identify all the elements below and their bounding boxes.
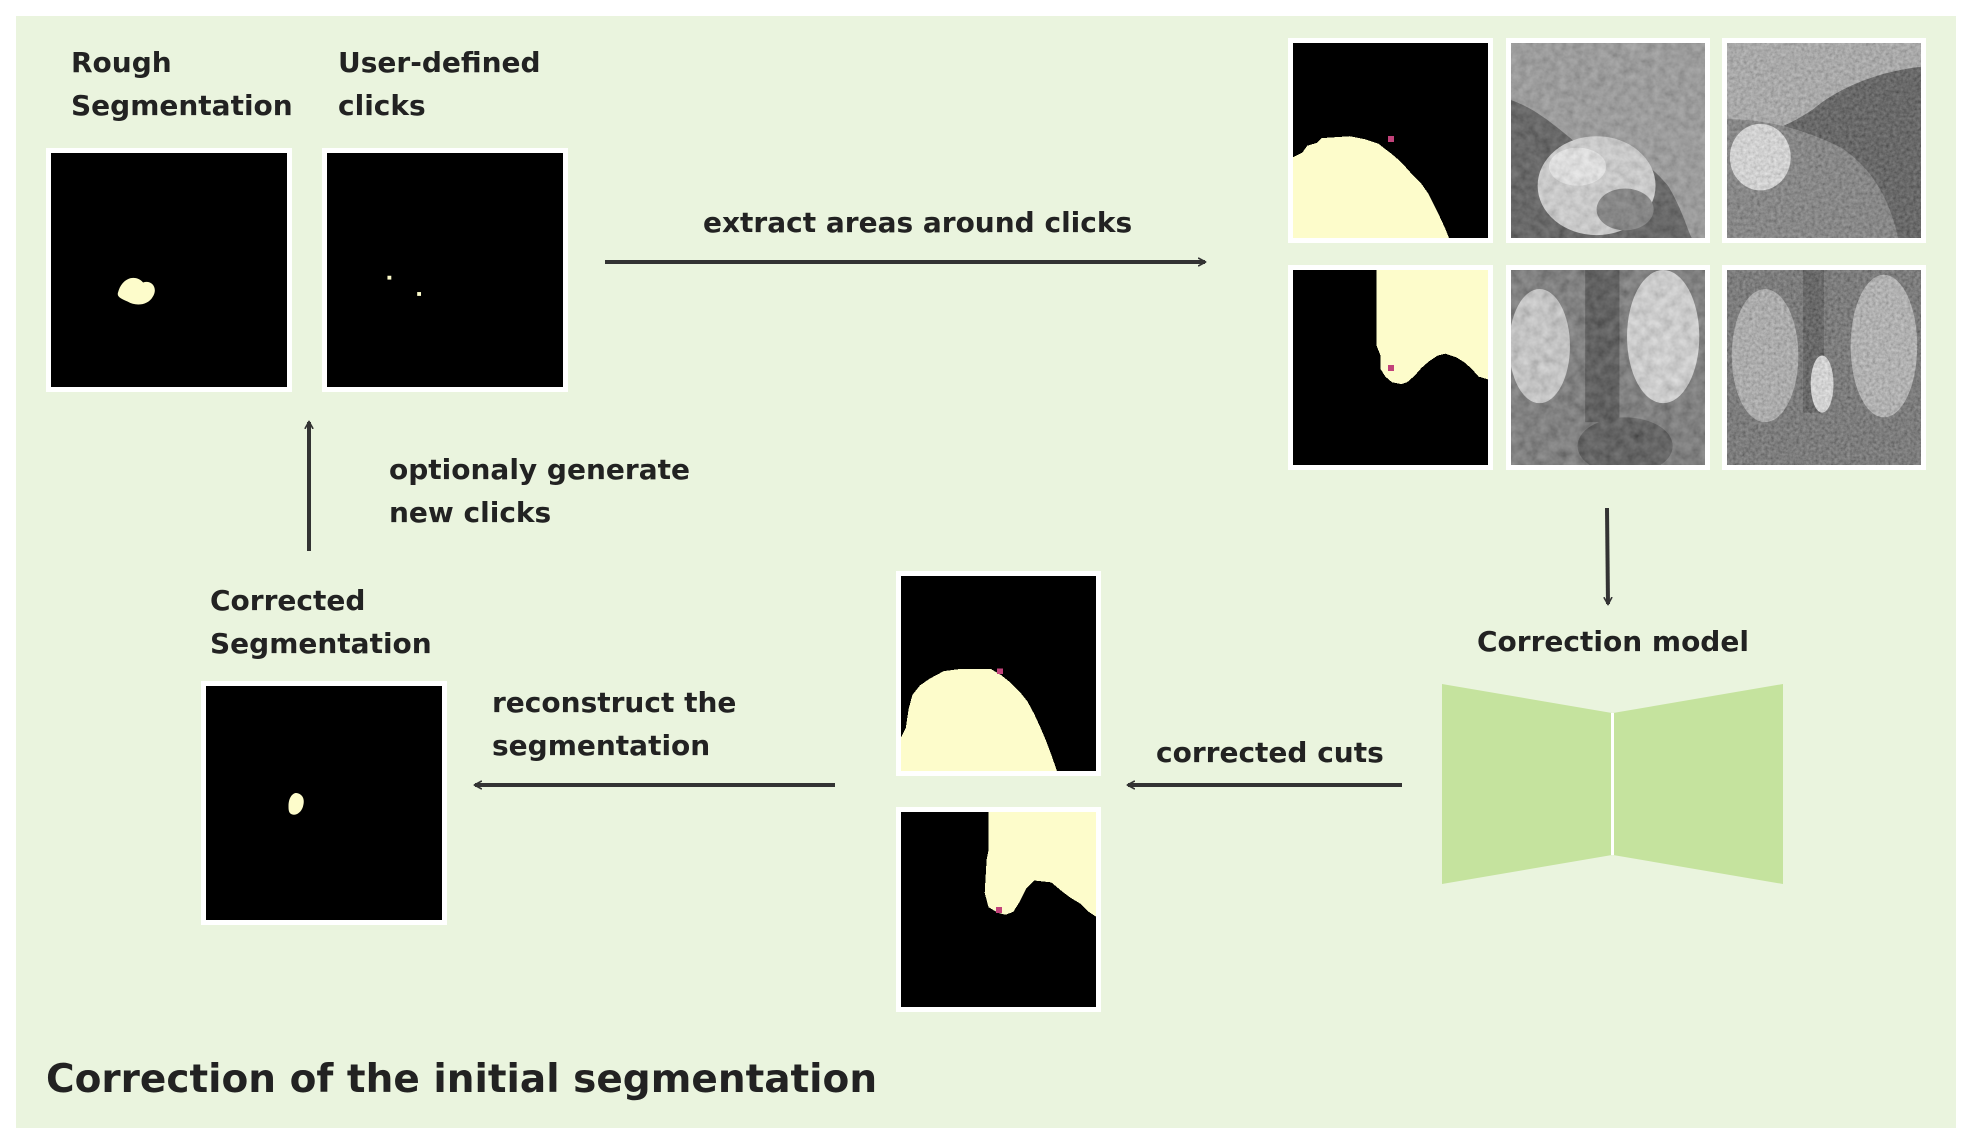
crop-mask-1-shape bbox=[1293, 136, 1449, 238]
rough-segmentation-image bbox=[46, 148, 292, 392]
corrected-cut-1-shape bbox=[901, 669, 1057, 771]
corrected-cut-2-click bbox=[996, 907, 1002, 913]
diagram-title: Correction of the initial segmentation bbox=[46, 1057, 878, 1102]
crop-mri-2b bbox=[1722, 265, 1926, 470]
crop-mri-1b bbox=[1722, 38, 1926, 243]
user-clicks-label-line1: User-defined bbox=[338, 46, 541, 79]
corrected-segmentation-blob bbox=[288, 793, 304, 815]
corrected-cut-2-shape bbox=[984, 812, 1096, 917]
optional-clicks-label-line1: optionaly generate bbox=[389, 453, 690, 486]
user-clicks-image bbox=[322, 148, 568, 392]
correction-model-label: Correction model bbox=[1477, 625, 1749, 658]
reconstruct-label-line1: reconstruct the bbox=[492, 686, 737, 719]
rough-segmentation-label-line2: Segmentation bbox=[71, 89, 293, 122]
corrected-segmentation-image bbox=[201, 681, 447, 925]
crop-mask-1 bbox=[1288, 38, 1493, 243]
rough-segmentation-label-line1: Rough bbox=[71, 46, 172, 79]
corrected-cut-1-click bbox=[997, 668, 1003, 674]
extract-areas-label: extract areas around clicks bbox=[703, 206, 1133, 239]
crop-mask-1-click bbox=[1388, 136, 1394, 142]
user-clicks-label-line2: clicks bbox=[338, 89, 426, 122]
corrected-cut-2 bbox=[896, 807, 1101, 1012]
corrected-segmentation-label: Corrected Segmentation bbox=[210, 579, 432, 665]
optional-clicks-label-line2: new clicks bbox=[389, 496, 552, 529]
corrected-segmentation-label-line1: Corrected bbox=[210, 584, 366, 617]
corrected-cut-1 bbox=[896, 571, 1101, 776]
crop-mask-2-click bbox=[1388, 365, 1394, 371]
rough-segmentation-label: Rough Segmentation bbox=[71, 41, 293, 127]
corrected-segmentation-label-line2: Segmentation bbox=[210, 627, 432, 660]
optional-clicks-label: optionaly generate new clicks bbox=[389, 448, 690, 534]
crop-mask-2 bbox=[1288, 265, 1493, 470]
click-point-2 bbox=[417, 292, 422, 296]
crop-mask-2-shape bbox=[1376, 270, 1488, 385]
crop-mri-1a bbox=[1506, 38, 1710, 243]
crop-mri-2a bbox=[1506, 265, 1710, 470]
segmentation-blob bbox=[117, 277, 155, 305]
to-correction-model-arrow bbox=[1607, 507, 1608, 604]
user-clicks-label: User-defined clicks bbox=[338, 41, 541, 127]
reconstruct-label-line2: segmentation bbox=[492, 729, 711, 762]
corrected-cuts-label: corrected cuts bbox=[1156, 736, 1384, 769]
reconstruct-label: reconstruct the segmentation bbox=[492, 681, 736, 767]
click-point-1 bbox=[387, 275, 392, 280]
correction-model-shape bbox=[1442, 684, 1783, 884]
